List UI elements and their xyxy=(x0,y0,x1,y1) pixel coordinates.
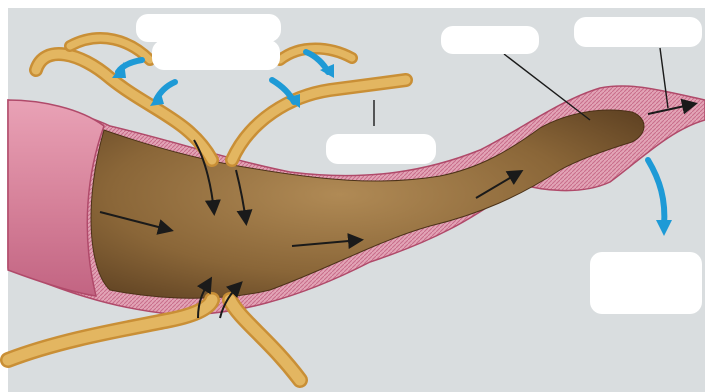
label-box-top-right-2 xyxy=(574,17,702,47)
label-box-top-left xyxy=(136,14,281,42)
label-box-top-left-2 xyxy=(152,40,280,70)
label-box-bottom-right xyxy=(590,252,702,314)
label-box-top-right-1 xyxy=(441,26,539,54)
label-box-middle xyxy=(326,134,436,164)
